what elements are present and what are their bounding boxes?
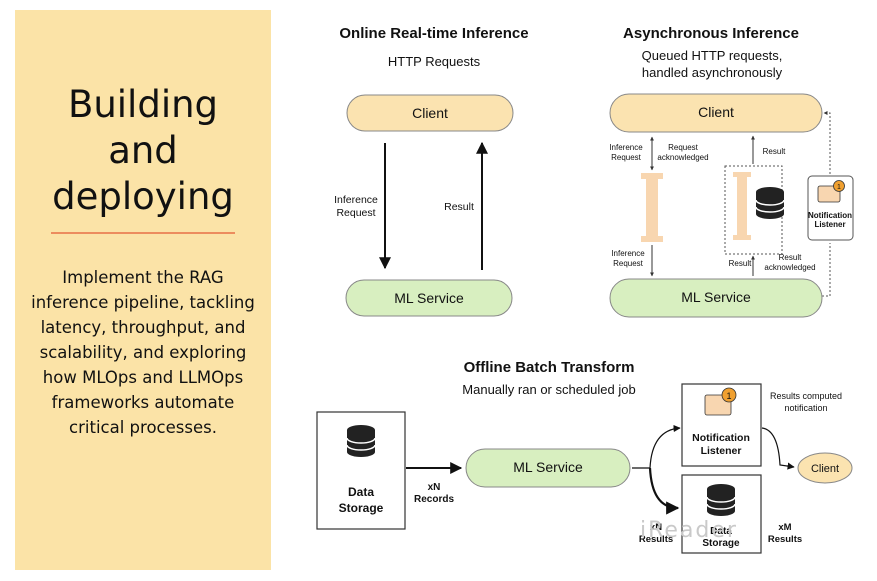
results-right-2: Results [768,534,802,545]
result-queue-bottom [733,235,751,240]
online-subtitle: HTTP Requests [388,54,481,69]
results-right-1: xM [778,522,791,533]
async-badge [833,180,845,192]
queue-bottom-cap [641,236,663,242]
results-notif-1: Results computed [770,391,842,401]
async-inf-req-top-2: Request [611,153,642,162]
async-result-ack-1: Result [779,253,802,262]
queue-top-cap [641,173,663,179]
offline-badge [721,387,737,403]
offline-service-label: ML Service [513,459,583,475]
async-listener-2: Listener [814,220,845,229]
async-database-icon [755,186,785,220]
offline-listener-1: Notification [692,432,750,444]
request-queue [646,179,658,236]
output-database-icon [706,483,736,517]
async-req-ack-1: Request [668,143,699,152]
records-1: xN [428,482,441,493]
async-client-label: Client [698,104,734,120]
online-title: Online Real-time Inference [339,25,528,42]
results-left-1: xN [650,522,662,533]
async-inf-req-bottom-1: Inference [611,249,645,258]
result-queue [737,177,747,235]
async-listener-1: Notification [808,211,852,220]
online-client-label: Client [412,105,448,121]
online-service-label: ML Service [394,290,464,306]
to-storage-arrow [648,467,680,515]
async-service-node [609,278,823,318]
async-notify-client-line [823,111,831,174]
out-storage-1: Data [710,526,732,537]
offline-badge-count: 1 [726,391,731,401]
async-notify-line [822,243,831,297]
results-notif-2: notification [784,403,827,413]
async-badge-count: 1 [837,184,841,191]
offline-listener-2: Listener [701,445,742,457]
watermark: iReader [640,518,738,543]
online-result-label: Result [444,201,474,213]
online-client-node [346,94,514,132]
records-2: Records [414,494,454,505]
results-left-2: Results [639,534,673,545]
async-inf-req-bottom-2: Request [613,259,644,268]
async-result-bottom: Result [729,259,752,268]
data-storage-1: Data [348,485,374,499]
async-result-ack-2: acknowledged [764,263,815,272]
async-result-top: Result [763,147,786,156]
async-service-label: ML Service [681,289,751,305]
online-request-label-2: Request [336,207,375,219]
async-req-ack-2: acknowledged [657,153,708,162]
out-storage-2: Storage [702,538,740,549]
offline-client-label: Client [811,463,839,475]
async-inf-req-top-1: Inference [609,143,643,152]
offline-subtitle: Manually ran or scheduled job [462,382,635,397]
data-storage-2: Storage [339,501,384,515]
offline-service-node [465,448,631,488]
online-request-label-1: Inference [334,194,378,206]
result-queue-top [733,172,751,177]
panel-description: Implement the RAG inference pipeline, ta… [31,268,255,437]
to-listener-arrow [632,424,681,469]
offline-title: Offline Batch Transform [464,359,635,376]
offline-client-node [797,452,853,484]
async-title: Asynchronous Inference [623,25,799,42]
async-subtitle-1: Queued HTTP requests, [642,48,783,63]
listener-to-client-arrow [761,427,795,470]
async-message-icon [817,185,841,203]
async-client-node [609,93,823,133]
online-service-node [345,279,513,317]
divider [51,232,235,234]
async-subtitle-2: handled asynchronously [642,65,783,80]
input-database-icon [346,424,376,458]
